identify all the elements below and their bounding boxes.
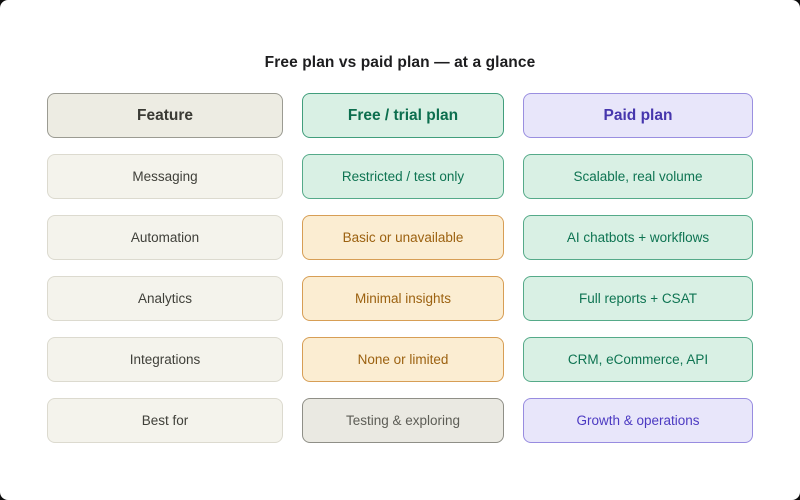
cell-analytics-paid: Full reports + CSAT xyxy=(523,276,753,321)
cell-messaging-paid: Scalable, real volume xyxy=(523,154,753,199)
cell-best-for-feature: Best for xyxy=(47,398,283,443)
header-cell-paid: Paid plan xyxy=(523,93,753,138)
page-title: Free plan vs paid plan — at a glance xyxy=(264,54,536,71)
header-cell-free: Free / trial plan xyxy=(302,93,504,138)
cell-messaging-feature: Messaging xyxy=(47,154,283,199)
cell-integrations-paid: CRM, eCommerce, API xyxy=(523,337,753,382)
cell-automation-paid: AI chatbots + workflows xyxy=(523,215,753,260)
cell-analytics-free: Minimal insights xyxy=(302,276,504,321)
cell-integrations-free: None or limited xyxy=(302,337,504,382)
header-cell-feature: Feature xyxy=(47,93,283,138)
cell-integrations-feature: Integrations xyxy=(47,337,283,382)
cell-automation-free: Basic or unavailable xyxy=(302,215,504,260)
cell-automation-feature: Automation xyxy=(47,215,283,260)
cell-analytics-feature: Analytics xyxy=(47,276,283,321)
cell-messaging-free: Restricted / test only xyxy=(302,154,504,199)
cell-best-for-free: Testing & exploring xyxy=(302,398,504,443)
cell-best-for-paid: Growth & operations xyxy=(523,398,753,443)
